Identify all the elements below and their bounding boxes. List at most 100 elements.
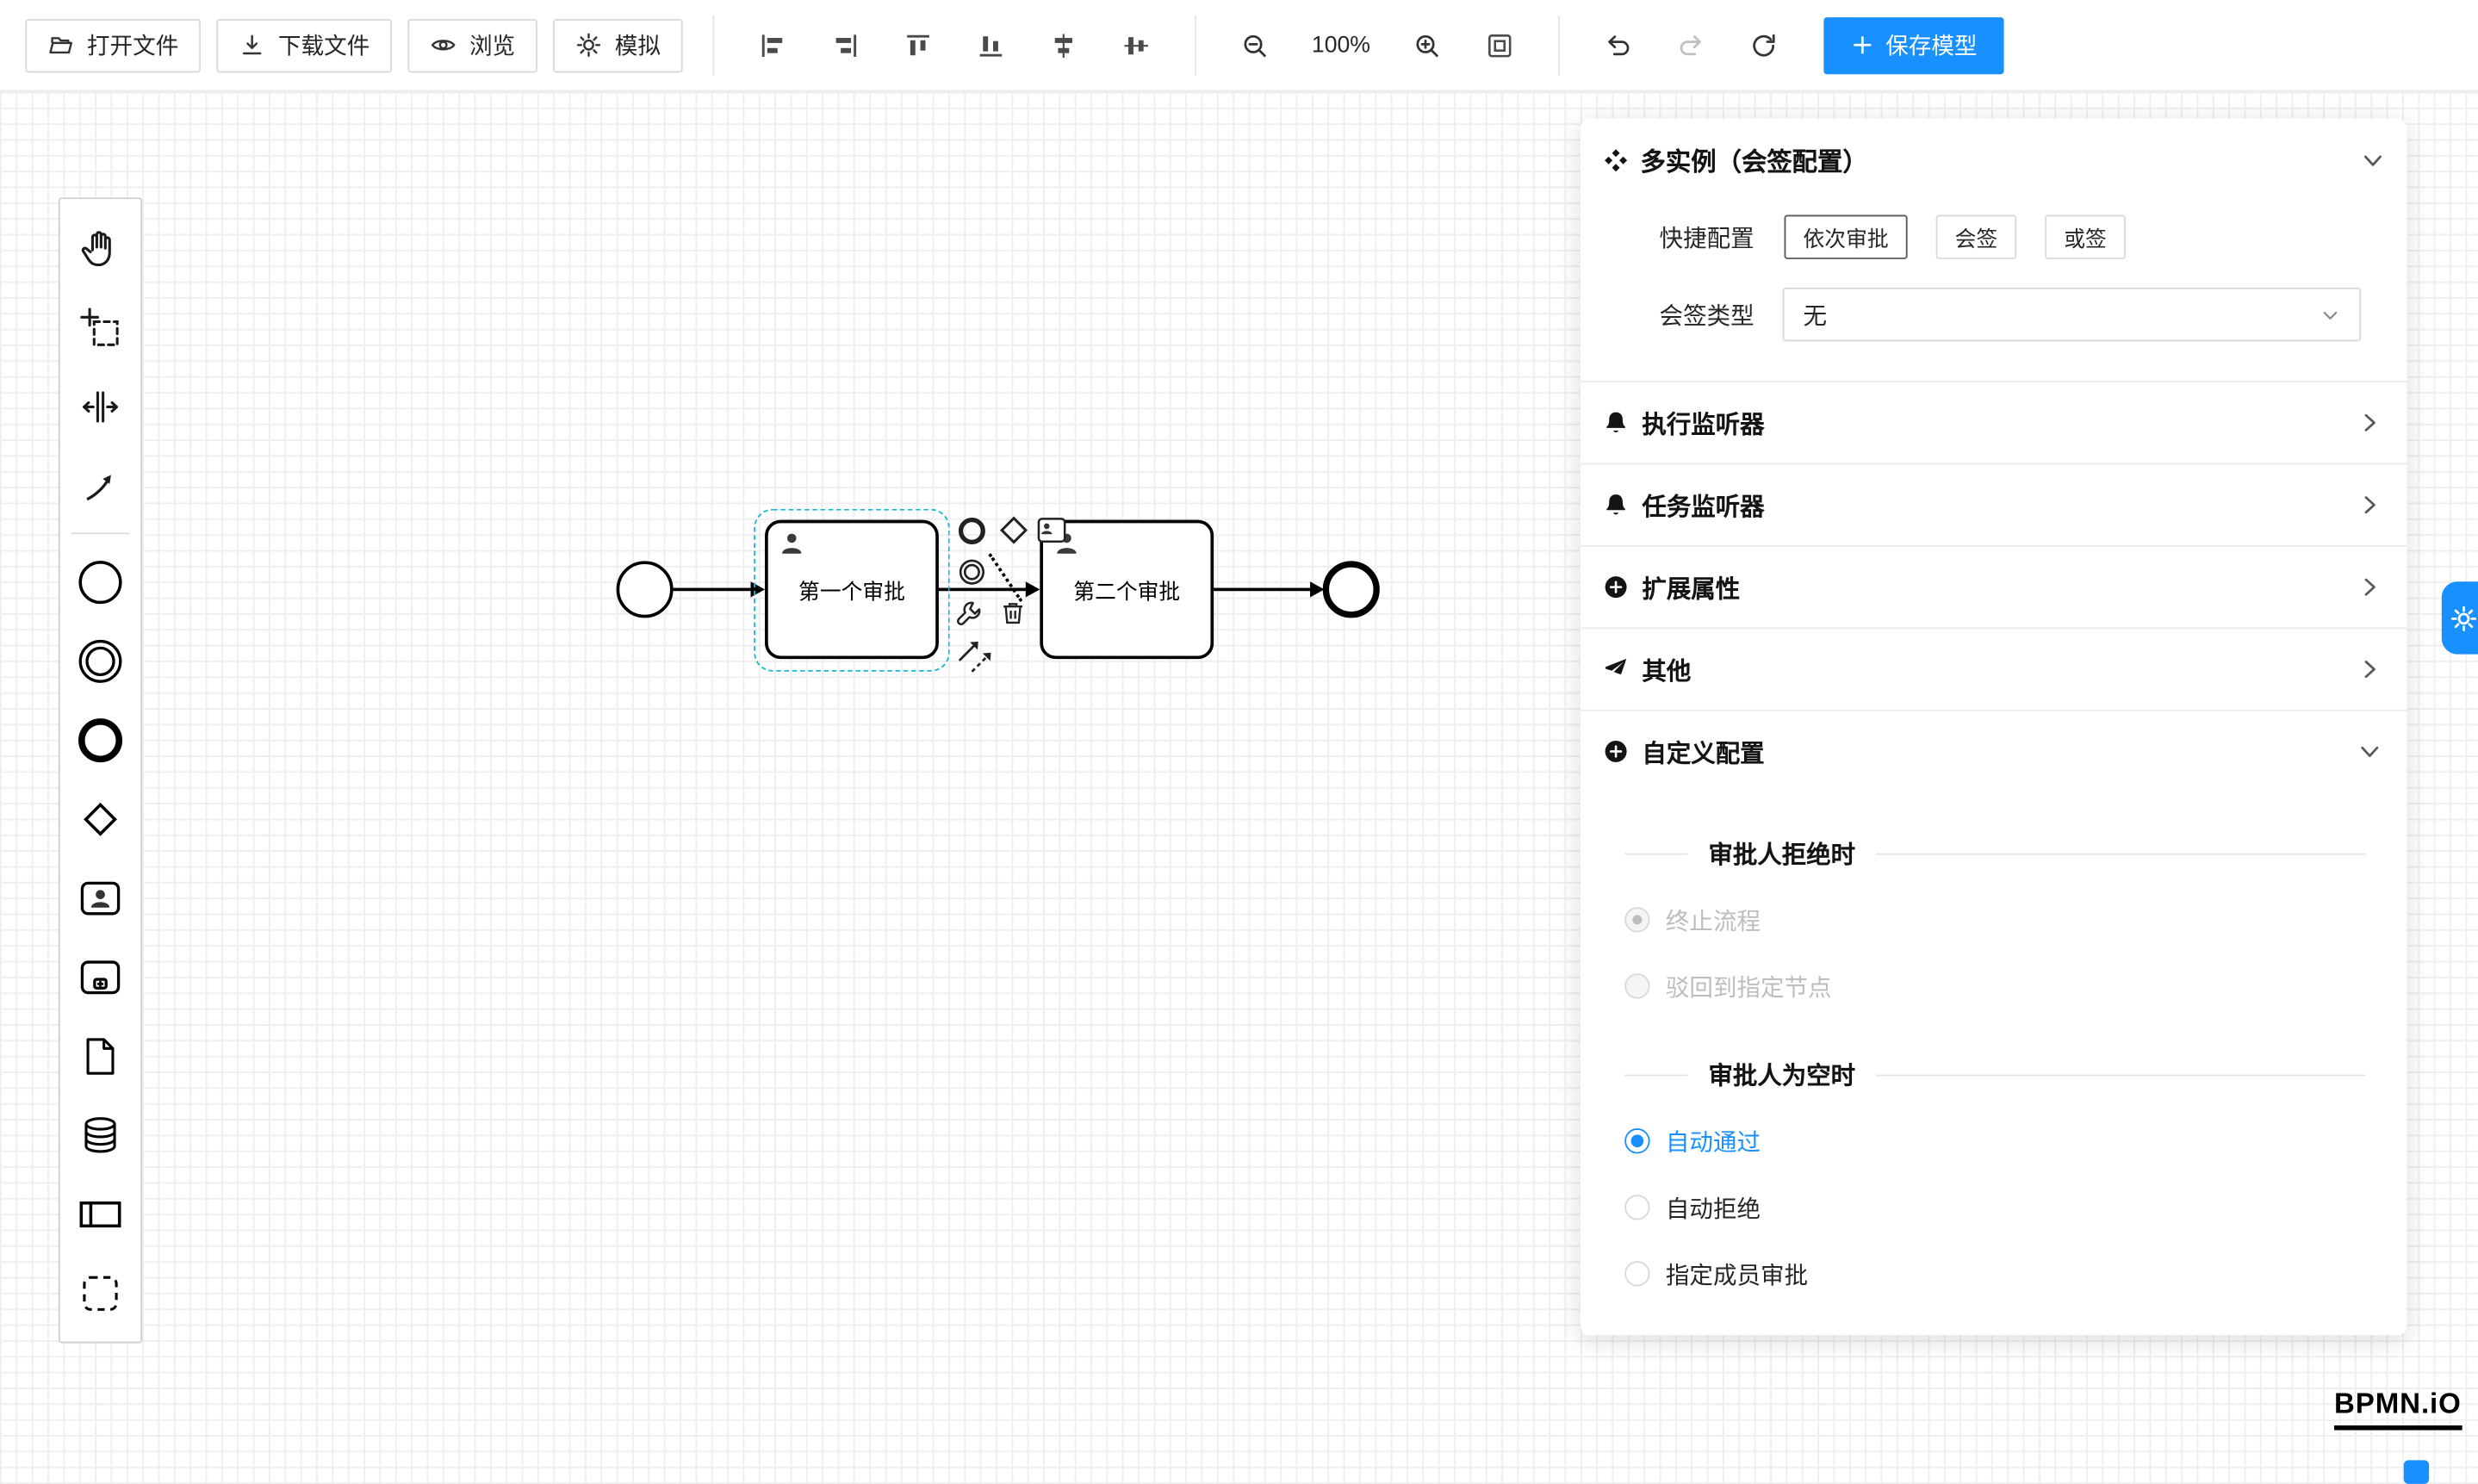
end-event-icon — [958, 518, 985, 544]
zoom-out-button[interactable] — [1227, 18, 1283, 71]
undo-button[interactable] — [1590, 18, 1647, 71]
preview-button[interactable]: 浏览 — [407, 18, 537, 72]
align-middle-vertical-button[interactable] — [1108, 18, 1164, 71]
user-task-icon — [80, 880, 121, 915]
contextpad-connect[interactable] — [954, 636, 983, 665]
participant-icon — [79, 1201, 121, 1227]
settings-tab-button[interactable] — [2441, 581, 2478, 655]
bell-icon — [1606, 494, 1626, 515]
radio-auto-pass[interactable]: 自动通过 — [1624, 1108, 2366, 1174]
palette-create-data-store[interactable] — [63, 1096, 137, 1175]
connect-arrow-icon — [958, 641, 978, 661]
toolbar-divider — [712, 15, 715, 76]
multi-instance-section-header[interactable]: 多实例（会签配置） — [1581, 119, 2407, 201]
palette-create-data-object[interactable] — [63, 1016, 137, 1096]
radio-icon — [1624, 907, 1650, 933]
palette-space-tool[interactable] — [63, 367, 137, 446]
palette-create-group[interactable] — [63, 1253, 137, 1332]
radio-label: 指定成员审批 — [1665, 1262, 1809, 1289]
quick-option-orsign[interactable]: 或签 — [2045, 214, 2126, 259]
task-label: 第一个审批 — [798, 580, 905, 604]
contextpad-append-end-event[interactable] — [956, 515, 988, 547]
palette-create-participant[interactable] — [63, 1174, 137, 1253]
align-bottom-button[interactable] — [962, 18, 1019, 71]
gear-icon — [2450, 605, 2477, 631]
end-event[interactable] — [1322, 561, 1380, 618]
preview-label: 浏览 — [469, 34, 516, 60]
section-execution-listener[interactable]: 执行监听器 — [1580, 381, 2407, 463]
contextpad-append-intermediate-event[interactable] — [956, 556, 988, 588]
palette-create-gateway[interactable] — [63, 779, 137, 859]
align-top-button[interactable] — [890, 18, 947, 71]
open-file-button[interactable]: 打开文件 — [25, 18, 202, 72]
sequence-flow-1[interactable] — [673, 587, 753, 592]
toolbar-divider — [1558, 15, 1561, 76]
task-second-approval[interactable]: 第二个审批 — [1040, 519, 1214, 660]
contextpad-delete[interactable] — [999, 599, 1028, 627]
intermediate-event-icon — [78, 639, 122, 682]
chevron-down-icon — [2364, 154, 2382, 165]
section-extended-properties[interactable]: 扩展属性 — [1580, 545, 2407, 627]
sign-type-select[interactable]: 无 — [1782, 287, 2362, 342]
group-icon — [83, 1275, 118, 1311]
palette-global-connect-tool[interactable] — [63, 445, 137, 525]
section-other[interactable]: 其他 — [1580, 627, 2407, 709]
radio-label: 终止流程 — [1665, 908, 1761, 935]
reject-divider-title: 审批人拒绝时 — [1708, 841, 1856, 870]
section-custom-config[interactable]: 自定义配置 — [1580, 709, 2407, 792]
align-right-button[interactable] — [817, 18, 874, 71]
send-icon — [1605, 658, 1627, 674]
palette-create-user-task[interactable] — [63, 858, 137, 937]
start-event-icon — [78, 560, 122, 604]
simulate-button[interactable]: 模拟 — [553, 18, 683, 72]
palette-hand-tool[interactable] — [63, 208, 137, 288]
toolbar: 打开文件 下载文件 浏览 模拟 — [0, 0, 2478, 92]
undo-icon — [1608, 34, 1630, 55]
refresh-button[interactable] — [1736, 18, 1792, 71]
align-left-icon — [761, 34, 783, 57]
palette-create-intermediate-event[interactable] — [63, 621, 137, 700]
quick-option-sequential[interactable]: 依次审批 — [1784, 214, 1908, 259]
zoom-in-button[interactable] — [1399, 18, 1456, 71]
palette-create-start-event[interactable] — [63, 542, 137, 621]
quick-option-countersign[interactable]: 会签 — [1935, 214, 2017, 259]
section-task-listener[interactable]: 任务监听器 — [1580, 463, 2407, 545]
palette-lasso-tool[interactable] — [63, 288, 137, 367]
radio-label: 自动通过 — [1665, 1128, 1761, 1157]
contextpad-replace-wrench[interactable] — [954, 599, 983, 627]
palette — [58, 197, 143, 1344]
align-center-horizontal-button[interactable] — [1035, 18, 1092, 71]
section-label: 任务监听器 — [1642, 494, 1765, 521]
corner-mini-button[interactable] — [2403, 1460, 2430, 1484]
align-left-button[interactable] — [744, 18, 801, 71]
align-center-horizontal-icon — [1054, 33, 1072, 58]
sign-type-label: 会签类型 — [1659, 302, 1754, 330]
start-event[interactable] — [616, 561, 674, 618]
simulate-label: 模拟 — [614, 34, 661, 60]
contextpad-append-user-task[interactable] — [1037, 517, 1067, 543]
palette-separator — [71, 532, 130, 535]
contextpad-append-gateway[interactable] — [997, 513, 1031, 547]
empty-divider: 审批人为空时 — [1624, 1057, 2366, 1091]
task-first-approval[interactable]: 第一个审批 — [765, 519, 939, 660]
fit-viewport-button[interactable] — [1471, 18, 1528, 71]
palette-create-subprocess[interactable] — [63, 937, 137, 1016]
contextpad-connect-dashed[interactable] — [967, 648, 996, 676]
save-model-button[interactable]: 保存模型 — [1823, 16, 2004, 74]
dashed-arrow-icon — [971, 652, 991, 673]
radio-terminate-process[interactable]: 终止流程 — [1624, 886, 2366, 953]
palette-create-end-event[interactable] — [63, 700, 137, 779]
bpmn-io-logo[interactable]: BPMN.iO — [2334, 1388, 2462, 1431]
radio-assign-member[interactable]: 指定成员审批 — [1624, 1240, 2366, 1307]
align-middle-vertical-icon — [1124, 36, 1148, 54]
fit-viewport-icon — [1488, 34, 1512, 57]
sequence-flow-2[interactable] — [935, 587, 1028, 592]
radio-auto-reject[interactable]: 自动拒绝 — [1624, 1174, 2366, 1240]
radio-return-to-node[interactable]: 驳回到指定节点 — [1624, 953, 2366, 1019]
plus-icon — [1854, 36, 1872, 54]
custom-config-body: 审批人拒绝时 终止流程 驳回到指定节点 审批人为空时 自动通过 自动拒绝 — [1581, 792, 2407, 1310]
sequence-flow-3[interactable] — [1214, 587, 1312, 592]
download-file-button[interactable]: 下载文件 — [216, 18, 393, 72]
redo-button[interactable] — [1662, 18, 1719, 71]
